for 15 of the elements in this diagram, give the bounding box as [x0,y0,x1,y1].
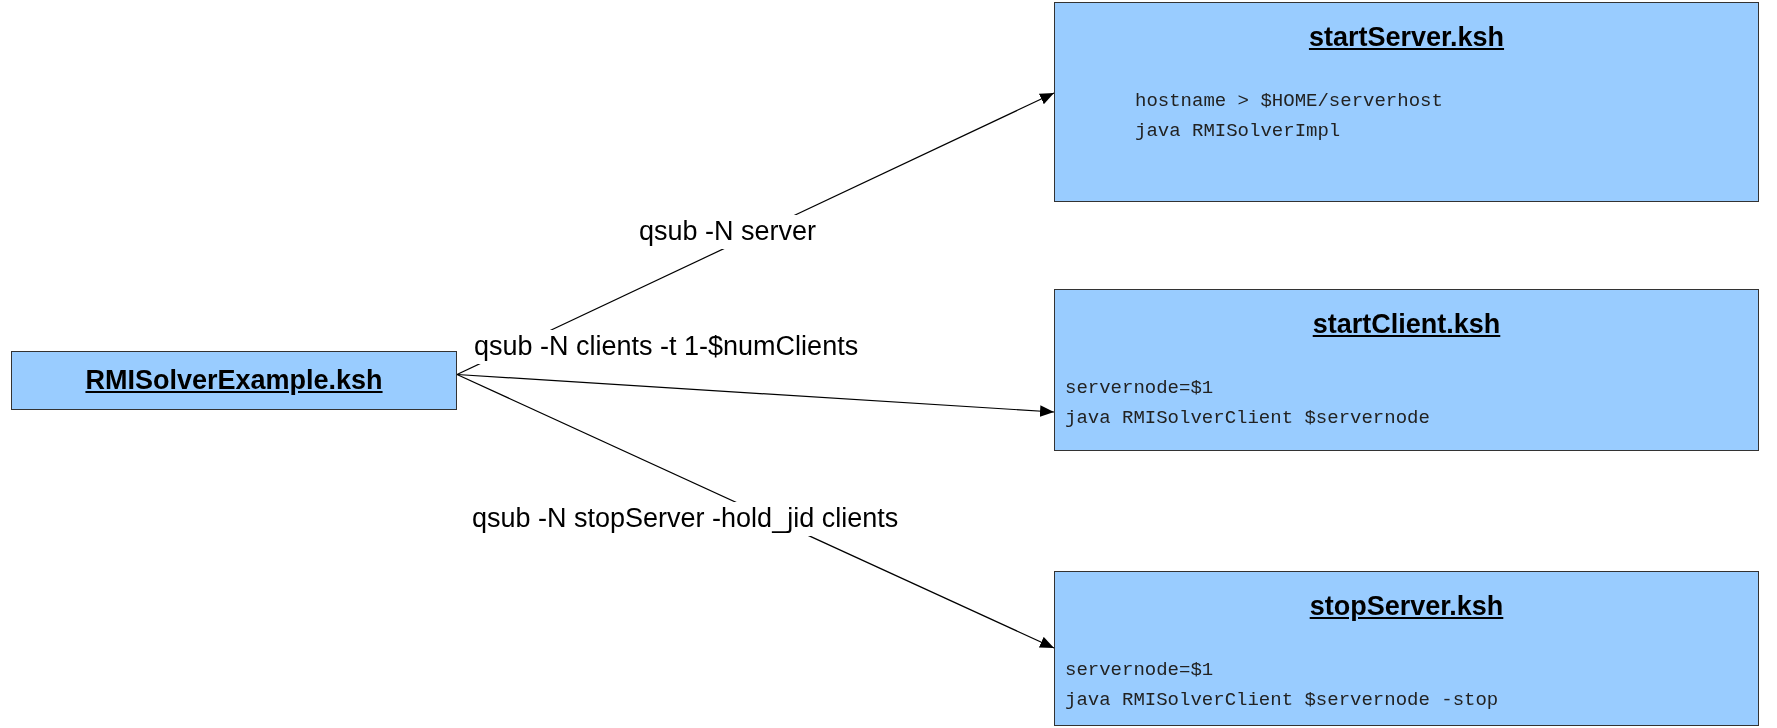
script-name: RMISolverExample.ksh [84,364,384,398]
script-box [1054,289,1759,451]
arrow [456,373,1055,417]
script-box [11,351,457,410]
code-line: servernode=$1 [1064,657,1215,683]
code-line: hostname > $HOME/serverhost [1134,88,1444,114]
code-line: servernode=$1 [1064,375,1215,401]
script-name: startServer.ksh [1307,21,1506,54]
script-name: startClient.ksh [1311,308,1502,341]
script-box [1054,2,1759,202]
code-line: java RMISolverClient $servernode -stop [1064,687,1500,713]
script-name: stopServer.ksh [1308,590,1505,623]
code-line: java RMISolverClient $servernode [1064,405,1431,431]
script-box [1054,571,1759,726]
code-line: java RMISolverImpl [1134,118,1342,144]
